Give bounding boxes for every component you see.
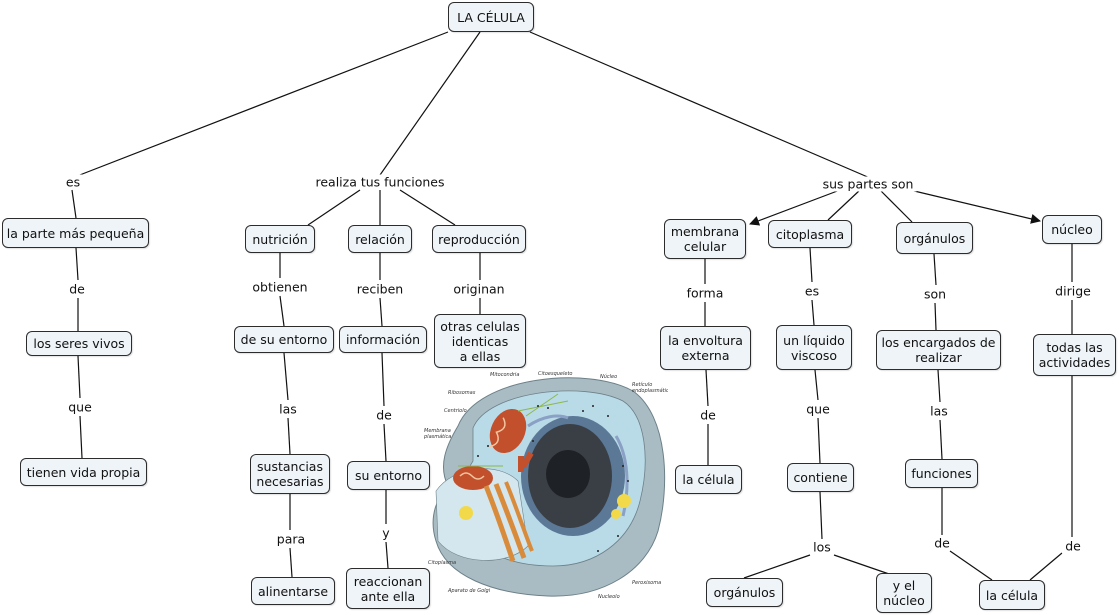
node-nucleo[interactable]: núcleo (1042, 215, 1102, 244)
node-su-entorno[interactable]: su entorno (347, 461, 430, 490)
svg-text:Ribosomas: Ribosomas (448, 390, 476, 396)
svg-text:Nucleolo: Nucleolo (598, 594, 620, 598)
link-sus-partes-son: sus partes son (819, 176, 917, 192)
node-reproduccion[interactable]: reproducción (432, 225, 526, 253)
link-las-organulos: las (927, 403, 951, 419)
link-que-citoplasma: que (803, 401, 833, 417)
link-dirige: dirige (1052, 283, 1094, 299)
node-la-celula-shared[interactable]: la célula (979, 580, 1045, 610)
node-informacion[interactable]: información (339, 326, 427, 353)
link-es-citoplasma: es (801, 283, 823, 299)
link-de-nucleo: de (1062, 538, 1084, 554)
node-funciones[interactable]: funciones (905, 459, 978, 488)
node-organulos-citoplasma[interactable]: orgánulos (706, 578, 783, 607)
node-parte-mas-pequena[interactable]: la parte más pequeña (2, 218, 149, 248)
link-las: las (276, 401, 300, 417)
cell-illustration: Mitocondria Citoesqueleto Núcleo Retícul… (418, 366, 672, 602)
link-realiza-funciones: realiza tus funciones (312, 174, 448, 190)
svg-text:Retículo: Retículo (632, 381, 652, 388)
node-organulos[interactable]: orgánulos (896, 222, 973, 254)
node-de-su-entorno[interactable]: de su entorno (234, 326, 334, 353)
svg-text:Citoesqueleto: Citoesqueleto (538, 371, 573, 377)
link-de-organulos: de (931, 535, 953, 551)
link-reciben: reciben (353, 281, 407, 297)
node-seres-vivos[interactable]: los seres vivos (26, 331, 132, 356)
link-forma: forma (683, 285, 727, 301)
svg-text:Peroxisoma: Peroxisoma (632, 580, 661, 586)
svg-text:Mitocondria: Mitocondria (490, 372, 519, 378)
node-envoltura-externa[interactable]: la envoltura externa (660, 326, 751, 370)
svg-text:endoplasmático: endoplasmático (632, 387, 668, 394)
link-para: para (273, 531, 309, 547)
node-nutricion[interactable]: nutrición (245, 225, 315, 253)
node-encargados-realizar[interactable]: los encargados de realizar (876, 330, 1001, 370)
svg-text:Membrana: Membrana (424, 428, 451, 434)
link-de-relacion: de (373, 407, 395, 423)
svg-text:Aparato de Golgi: Aparato de Golgi (447, 588, 491, 594)
link-obtienen: obtienen (249, 279, 311, 295)
node-citoplasma[interactable]: citoplasma (768, 220, 852, 248)
link-y: y (379, 525, 393, 541)
link-de: de (66, 281, 88, 297)
node-reaccionan-ante-ella[interactable]: reaccionan ante ella (346, 568, 430, 609)
svg-text:Centriolo: Centriolo (444, 408, 467, 414)
link-de-membrana: de (697, 407, 719, 423)
node-membrana-celular[interactable]: membrana celular (664, 219, 746, 259)
link-son: son (920, 286, 950, 302)
link-que: que (65, 399, 95, 415)
link-es: es (62, 174, 84, 190)
node-sustancias-necesarias[interactable]: sustancias necesarias (250, 454, 330, 494)
node-la-celula-membrana[interactable]: la célula (675, 465, 742, 494)
svg-text:plasmática: plasmática (423, 433, 451, 440)
root-node[interactable]: LA CÉLULA (448, 2, 534, 32)
link-los: los (810, 539, 834, 555)
node-otras-celulas[interactable]: otras celulas identicas a ellas (434, 314, 526, 368)
svg-text:Núcleo: Núcleo (600, 373, 617, 380)
node-alinentarse[interactable]: alinentarse (251, 577, 335, 605)
node-contiene[interactable]: contiene (787, 463, 854, 492)
link-originan: originan (450, 281, 508, 297)
node-liquido-viscoso[interactable]: un líquido viscoso (776, 325, 852, 370)
node-relacion[interactable]: relación (348, 225, 412, 253)
node-vida-propia[interactable]: tienen vida propia (20, 458, 147, 486)
node-y-el-nucleo[interactable]: y el núcleo (876, 573, 932, 613)
svg-text:Citoplasma: Citoplasma (428, 560, 456, 566)
node-todas-actividades[interactable]: todas las actividades (1033, 334, 1116, 376)
